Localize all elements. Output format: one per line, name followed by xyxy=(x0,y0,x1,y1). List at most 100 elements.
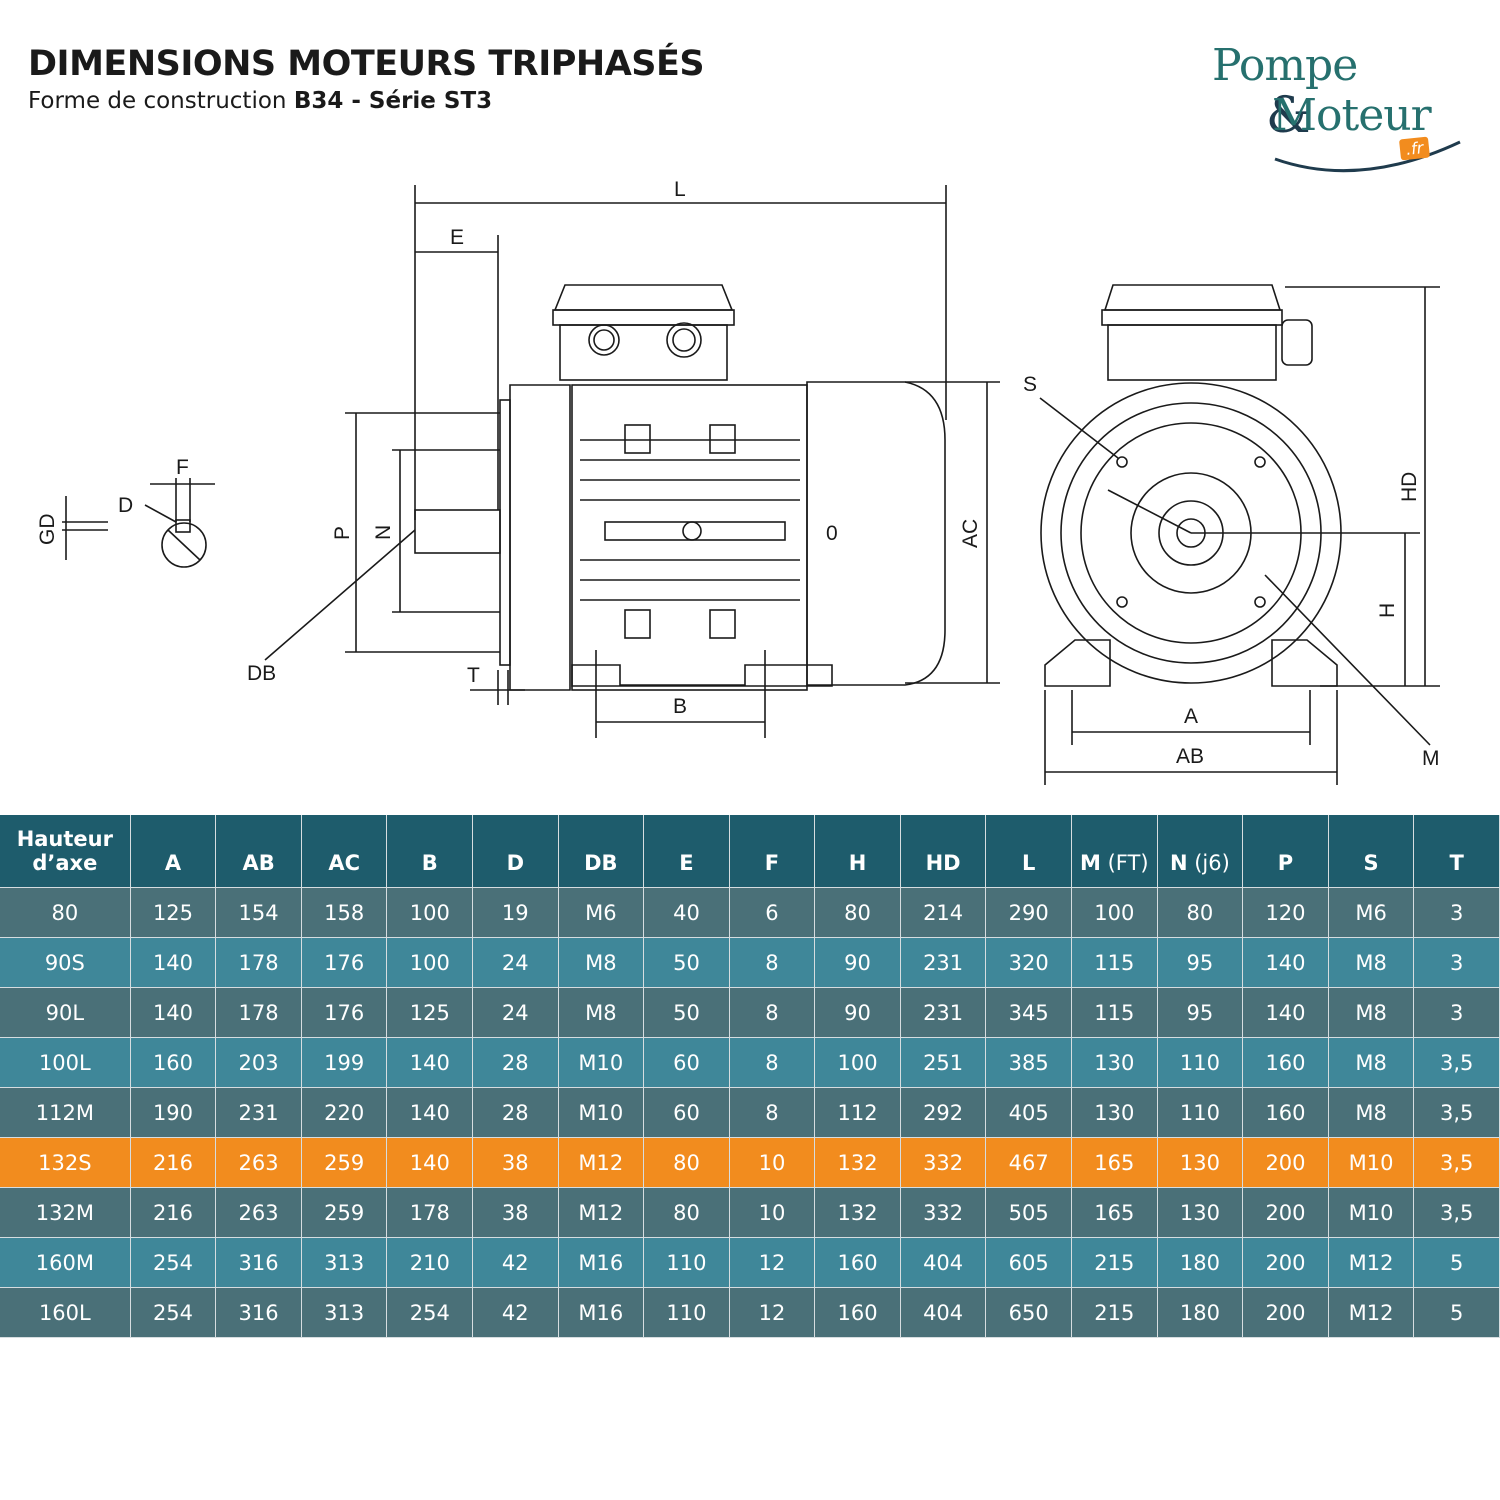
table-cell: 28 xyxy=(473,1088,559,1138)
table-cell: 254 xyxy=(130,1238,217,1288)
table-cell: 165 xyxy=(1072,1188,1158,1238)
table-cell: 132 xyxy=(815,1188,901,1238)
table-cell: M12 xyxy=(558,1138,645,1188)
table-cell: 3 xyxy=(1414,938,1500,988)
table-cell: 80 xyxy=(1157,888,1244,938)
row-key-cell: 132S xyxy=(0,1138,131,1188)
table-cell: 313 xyxy=(301,1238,388,1288)
table-cell: 3,5 xyxy=(1414,1188,1500,1238)
table-cell: 115 xyxy=(1072,988,1158,1038)
subtitle-series: B34 - Série ST3 xyxy=(293,88,493,114)
table-cell: 100 xyxy=(1072,888,1158,938)
table-cell: 220 xyxy=(301,1088,388,1138)
table-cell: M10 xyxy=(1328,1138,1415,1188)
table-cell: M12 xyxy=(1328,1238,1415,1288)
dim-label-AC: AC xyxy=(959,519,982,548)
subtitle-prefix: Forme de construction xyxy=(28,88,294,114)
header-hauteur-line2: d’axe xyxy=(32,851,98,875)
table-cell: 110 xyxy=(1157,1088,1244,1138)
table-cell: 10 xyxy=(729,1188,816,1238)
table-cell: M8 xyxy=(1328,988,1415,1038)
table-cell: 140 xyxy=(1243,938,1329,988)
row-key-cell: 90L xyxy=(0,988,131,1038)
table-cell: 110 xyxy=(644,1238,730,1288)
page-title: DIMENSIONS MOTEURS TRIPHASÉS xyxy=(28,44,705,84)
table-cell: M6 xyxy=(1328,888,1415,938)
dim-label-D: D xyxy=(118,494,133,517)
column-header-e: E xyxy=(644,815,730,888)
table-cell: 132 xyxy=(815,1138,901,1188)
dim-label-M: M xyxy=(1422,747,1440,770)
table-cell: 158 xyxy=(301,888,388,938)
column-header-code: HD xyxy=(925,851,961,875)
row-key-cell: 160L xyxy=(0,1288,131,1338)
table-cell: 178 xyxy=(216,938,302,988)
table-cell: 263 xyxy=(216,1188,302,1238)
table-cell: 3,5 xyxy=(1414,1038,1500,1088)
table-cell: 320 xyxy=(986,938,1072,988)
table-cell: 38 xyxy=(473,1138,559,1188)
table-cell: 40 xyxy=(644,888,730,938)
table-cell: 5 xyxy=(1414,1288,1500,1338)
table-cell: 120 xyxy=(1243,888,1329,938)
logo-word-moteur: Moteur xyxy=(1272,90,1432,141)
table-cell: 12 xyxy=(729,1288,816,1338)
column-header-b: B xyxy=(387,815,474,888)
column-header-db: DB xyxy=(558,815,645,888)
table-cell: 10 xyxy=(729,1138,816,1188)
table-cell: 385 xyxy=(986,1038,1072,1088)
table-cell: 8 xyxy=(729,938,816,988)
column-header-t: T xyxy=(1414,815,1500,888)
table-cell: 100 xyxy=(815,1038,901,1088)
table-cell: M16 xyxy=(558,1238,645,1288)
table-cell: 140 xyxy=(387,1138,474,1188)
table-cell: 110 xyxy=(1157,1038,1244,1088)
dim-label-GD: GD xyxy=(36,514,59,546)
table-cell: 3,5 xyxy=(1414,1088,1500,1138)
row-key-cell: 112M xyxy=(0,1088,131,1138)
table-cell: M8 xyxy=(1328,1088,1415,1138)
column-header-suffix: (FT) xyxy=(1100,851,1149,875)
table-cell: 60 xyxy=(644,1088,730,1138)
column-header-suffix: (j6) xyxy=(1187,851,1230,875)
column-header-code: AC xyxy=(328,851,360,875)
column-header-code: S xyxy=(1363,851,1379,875)
table-cell: 332 xyxy=(900,1138,987,1188)
dim-label-DB: DB xyxy=(247,662,276,685)
table-cell: 24 xyxy=(473,988,559,1038)
dim-label-A: A xyxy=(1184,705,1198,728)
table-cell: 215 xyxy=(1072,1238,1158,1288)
table-cell: 3 xyxy=(1414,988,1500,1038)
table-cell: 160 xyxy=(1243,1088,1329,1138)
table-cell: M8 xyxy=(1328,1038,1415,1088)
column-header-n: N (j6) xyxy=(1157,815,1244,888)
dim-label-S: S xyxy=(1023,373,1037,396)
dim-label-B: B xyxy=(673,695,687,718)
table-cell: 165 xyxy=(1072,1138,1158,1188)
column-header-code: F xyxy=(764,851,780,875)
table-cell: 38 xyxy=(473,1188,559,1238)
column-header-l: L xyxy=(986,815,1072,888)
column-header-code: N xyxy=(1169,851,1188,875)
table-cell: 160 xyxy=(130,1038,217,1088)
table-cell: 200 xyxy=(1243,1288,1329,1338)
table-cell: 95 xyxy=(1157,938,1244,988)
table-cell: 24 xyxy=(473,938,559,988)
table-cell: 254 xyxy=(130,1288,217,1338)
brand-logo[interactable]: Pompe & Moteur .fr xyxy=(1200,34,1480,174)
table-cell: 90 xyxy=(815,988,901,1038)
table-cell: 140 xyxy=(130,988,217,1038)
row-key-cell: 80 xyxy=(0,888,131,938)
table-cell: 263 xyxy=(216,1138,302,1188)
table-cell: 100 xyxy=(387,938,474,988)
row-key-cell: 160M xyxy=(0,1238,131,1288)
table-cell: 650 xyxy=(986,1288,1072,1338)
table-cell: 316 xyxy=(216,1288,302,1338)
table-cell: 200 xyxy=(1243,1188,1329,1238)
